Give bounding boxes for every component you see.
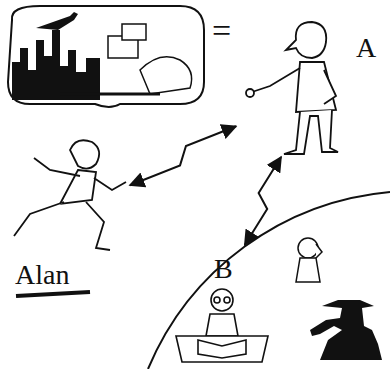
node-label: A <box>356 34 376 62</box>
phone-person <box>296 238 322 282</box>
equals-sign: = <box>212 14 231 48</box>
person-b: B <box>170 245 270 365</box>
detective-silhouette <box>310 300 382 360</box>
person-alan: Alan <box>5 135 130 305</box>
node-label: B <box>214 255 233 283</box>
cartoon-character <box>140 57 192 94</box>
tv-screen <box>122 24 146 40</box>
city-skyline <box>12 30 100 100</box>
node-label: Alan <box>15 261 69 289</box>
jet-plane <box>36 12 78 30</box>
person-b-figure <box>176 289 268 362</box>
scribble <box>16 292 90 296</box>
thought-bubble <box>8 6 204 107</box>
lightning-arrow <box>130 126 236 185</box>
lightning-arrow <box>245 157 281 245</box>
person-a: A <box>236 12 386 157</box>
room-boundary <box>148 192 390 369</box>
runner-figure <box>14 140 126 250</box>
person-a-figure <box>246 22 338 154</box>
scribble <box>60 93 160 96</box>
